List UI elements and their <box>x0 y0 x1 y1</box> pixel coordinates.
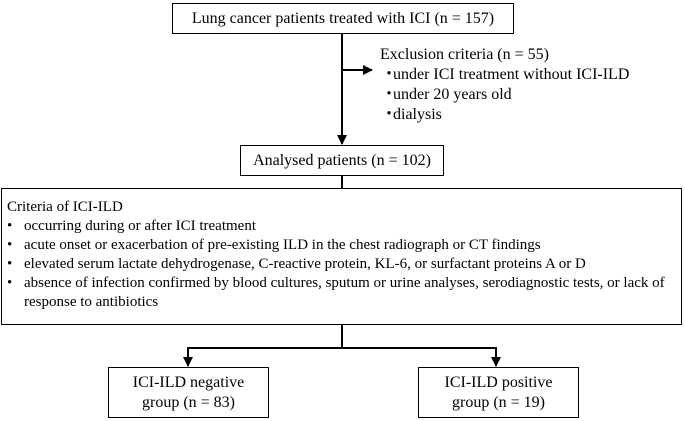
analysed-box-label: Analysed patients (n = 102) <box>253 151 431 169</box>
exclusion-item-label: under ICI treatment without ICI-ILD <box>393 66 630 83</box>
criteria-item-label: acute onset or exacerbation of pre-exist… <box>24 237 541 253</box>
top-box-label: Lung cancer patients treated with ICI (n… <box>191 9 495 27</box>
bullet-dot: • <box>7 237 13 253</box>
criteria-item: • absence of infection confirmed by blood… <box>7 274 681 312</box>
exclusion-item-label: dialysis <box>393 106 442 123</box>
positive-group-box: ICI-ILD positive group (n = 19) <box>418 367 579 418</box>
criteria-item-label: elevated serum lactate dehydrogenase, C-… <box>24 256 586 272</box>
bullet-dot: • <box>7 275 13 291</box>
bullet-dot: • <box>7 256 13 272</box>
exclusion-item: ・under ICI treatment without ICI-ILD <box>380 65 629 85</box>
exclusion-criteria: Exclusion criteria (n = 55) ・under ICI t… <box>380 45 629 125</box>
exclusion-item: ・dialysis <box>380 105 629 125</box>
bullet-dot: ・ <box>381 86 398 103</box>
exclusion-item: ・under 20 years old <box>380 85 629 105</box>
bullet-dot: ・ <box>381 106 398 123</box>
criteria-item-label: absence of infection confirmed by blood … <box>24 275 665 310</box>
bullet-dot: • <box>7 218 13 234</box>
criteria-item: • occurring during or after ICI treatment <box>7 217 681 236</box>
top-box-lung-cancer-patients: Lung cancer patients treated with ICI (n… <box>172 3 514 34</box>
criteria-title: Criteria of ICI-ILD <box>7 199 123 215</box>
criteria-item-label: occurring during or after ICI treatment <box>24 218 256 234</box>
criteria-item: • elevated serum lactate dehydrogenase, C… <box>7 255 681 274</box>
positive-group-label: ICI-ILD positive group (n = 19) <box>444 373 553 411</box>
criteria-item: • acute onset or exacerbation of pre-exis… <box>7 236 681 255</box>
analysed-patients-box: Analysed patients (n = 102) <box>240 145 444 176</box>
negative-group-box: ICI-ILD negative group (n = 83) <box>108 367 269 418</box>
negative-group-label: ICI-ILD negative group (n = 83) <box>132 373 245 411</box>
bullet-dot: ・ <box>381 66 398 83</box>
criteria-box: Criteria of ICI-ILD • occurring during or… <box>1 188 682 325</box>
exclusion-title: Exclusion criteria (n = 55) <box>380 46 549 63</box>
exclusion-item-label: under 20 years old <box>393 86 512 103</box>
